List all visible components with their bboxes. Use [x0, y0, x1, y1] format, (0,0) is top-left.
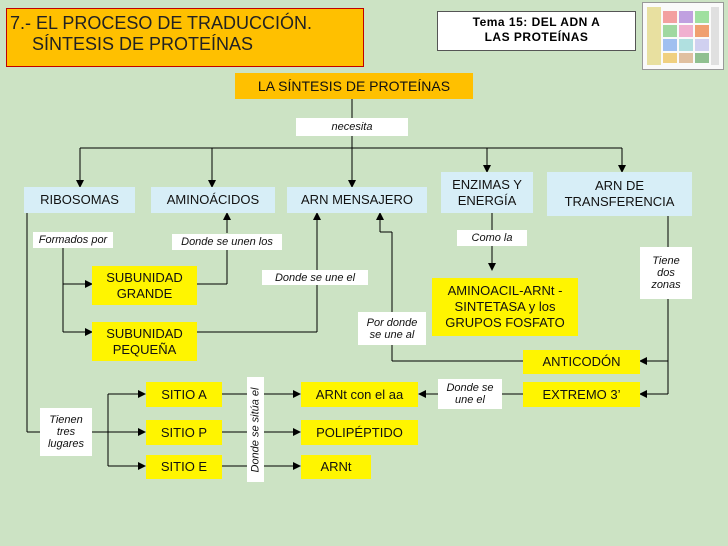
- topic-line-1: Tema 15: DEL ADN A: [472, 15, 601, 29]
- page-title: 7.- EL PROCESO DE TRADUCCIÓN. SÍNTESIS D…: [6, 8, 364, 67]
- node-sitio-p: SITIO P: [146, 420, 222, 445]
- topic-line-2: LAS PROTEÍNAS: [484, 30, 589, 44]
- label-necesita: necesita: [296, 118, 408, 136]
- topic-badge: Tema 15: DEL ADN A LAS PROTEÍNAS: [437, 11, 636, 51]
- genetic-code-table-icon: [643, 3, 723, 69]
- label-como-la: Como la: [457, 230, 527, 246]
- node-aminoacidos: AMINOÁCIDOS: [151, 187, 275, 213]
- label-donde-se-une-el-2: Donde se une el: [438, 379, 502, 409]
- label-donde-se-une-el: Donde se une el: [262, 270, 368, 285]
- label-por-donde-se-une-al: Por donde se une al: [358, 312, 426, 345]
- node-arn-mensajero: ARN MENSAJERO: [287, 187, 427, 213]
- node-arnt-con-el-aa: ARNt con el aa: [301, 382, 418, 407]
- label-donde-se-unen-los: Donde se unen los: [172, 234, 282, 250]
- node-anticodon: ANTICODÓN: [523, 350, 640, 374]
- label-formados-por: Formados por: [33, 232, 113, 248]
- node-arnt: ARNt: [301, 455, 371, 479]
- title-line-1: 7.- EL PROCESO DE TRADUCCIÓN.: [10, 13, 313, 33]
- label-donde-se-situa-el-text: Donde se sitúa el: [249, 387, 262, 472]
- genetic-code-table-thumbnail: [642, 2, 724, 70]
- node-arn-transferencia: ARN DE TRANSFERENCIA: [547, 172, 692, 216]
- title-line-2: SÍNTESIS DE PROTEÍNAS: [32, 34, 254, 54]
- node-sintesis-proteinas: LA SÍNTESIS DE PROTEÍNAS: [235, 73, 473, 99]
- node-ribosomas: RIBOSOMAS: [24, 187, 135, 213]
- node-sitio-a: SITIO A: [146, 382, 222, 407]
- node-subunidad-pequena: SUBUNIDAD PEQUEÑA: [92, 322, 197, 361]
- node-sitio-e: SITIO E: [146, 455, 222, 479]
- label-donde-se-situa-el: Donde se sitúa el: [247, 377, 264, 482]
- label-tiene-dos-zonas: Tiene dos zonas: [640, 247, 692, 299]
- node-aminoacil-arnt-sintetasa: AMINOACIL-ARNt -SINTETASA y los GRUPOS F…: [432, 278, 578, 336]
- label-tienen-tres-lugares: Tienen tres lugares: [40, 408, 92, 456]
- node-subunidad-grande: SUBUNIDAD GRANDE: [92, 266, 197, 305]
- node-polipeptido: POLIPÉPTIDO: [301, 420, 418, 445]
- node-enzimas-energia: ENZIMAS Y ENERGÍA: [441, 172, 533, 213]
- node-extremo-3: EXTREMO 3’: [523, 382, 640, 407]
